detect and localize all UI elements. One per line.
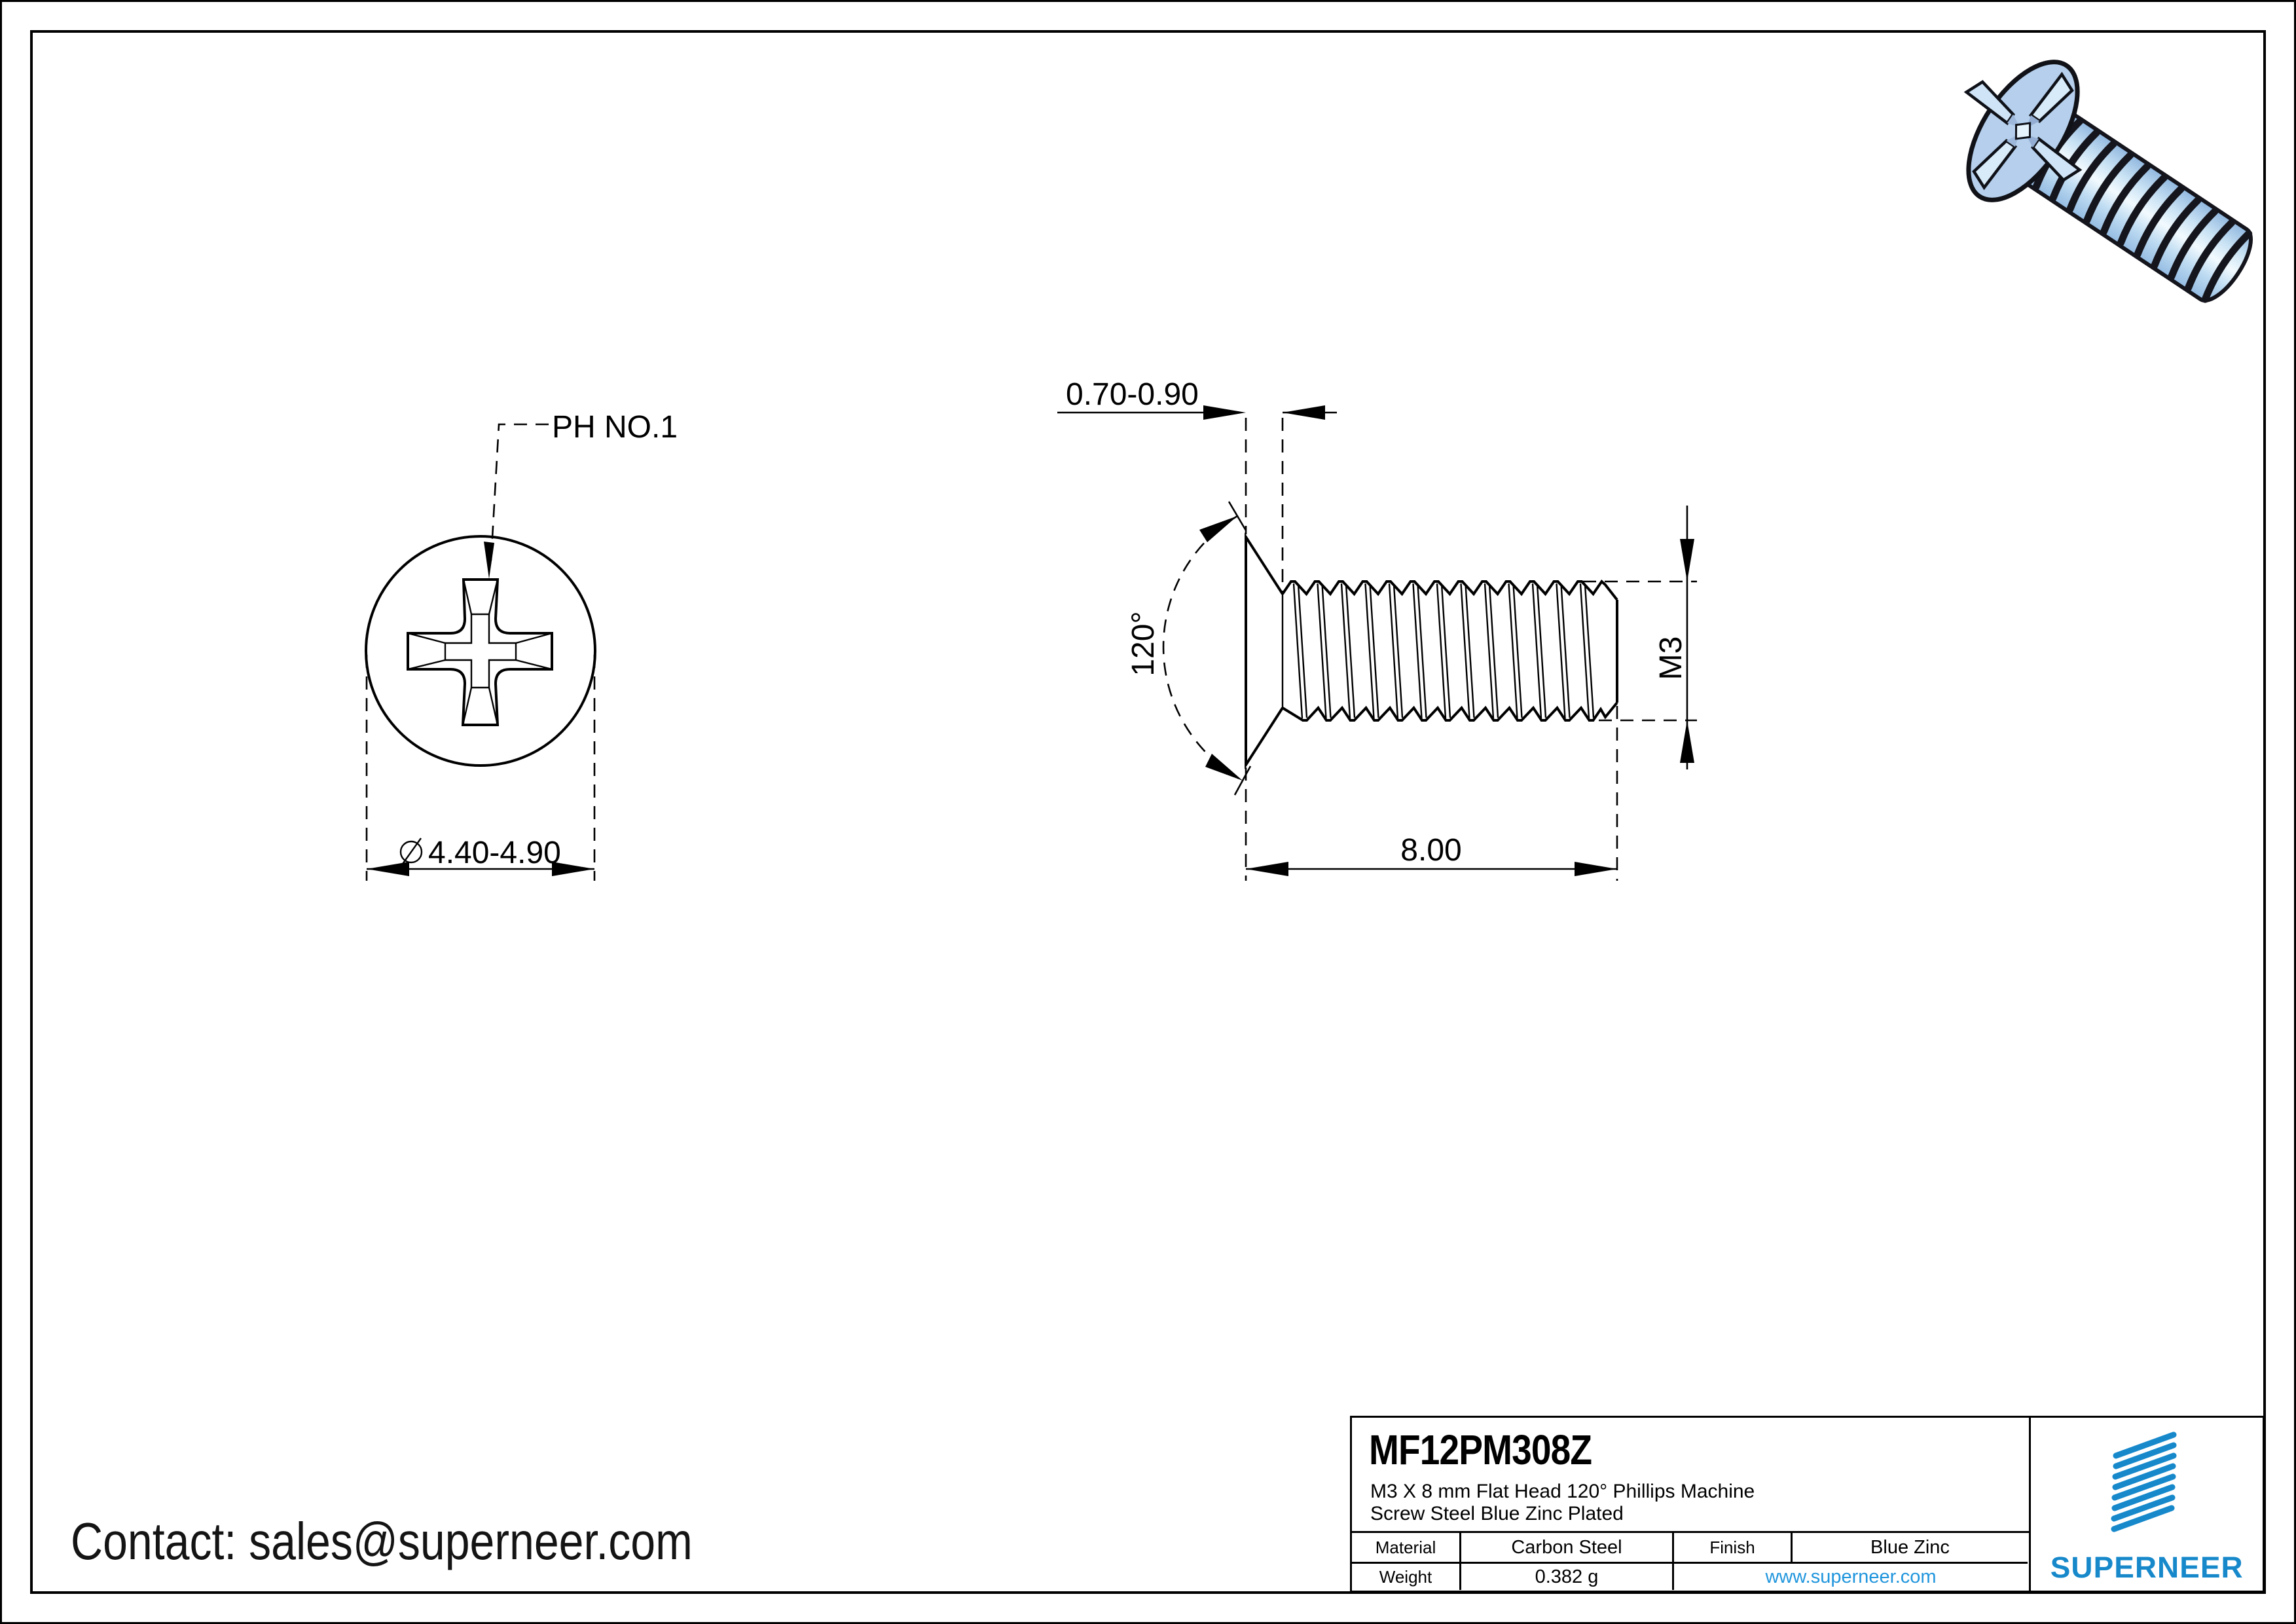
part-number: MF12PM308Z — [1369, 1426, 1592, 1473]
brand-logo: SUPERNEER — [2028, 1418, 2263, 1591]
part-description: M3 X 8 mm Flat Head 120° Phillips Machin… — [1370, 1481, 1755, 1525]
inner-frame — [30, 30, 2266, 1594]
leader-arrow-icon — [484, 542, 494, 579]
screw-3d-render — [1963, 60, 2253, 303]
head-profile — [1245, 532, 1284, 769]
material-label: Material — [1352, 1533, 1461, 1562]
website-link[interactable]: www.superneer.com — [1674, 1562, 2028, 1590]
front-view: PH NO.1 4.40-4.90 — [365, 410, 678, 881]
material-value: Carbon Steel — [1461, 1533, 1674, 1562]
title-block-info: MF12PM308Z M3 X 8 mm Flat Head 120° Phil… — [1352, 1418, 2029, 1591]
part-description-line2: Screw Steel Blue Zinc Plated — [1370, 1503, 1624, 1524]
weight-value: 0.382 g — [1461, 1562, 1674, 1591]
part-description-line1: M3 X 8 mm Flat Head 120° Phillips Machin… — [1370, 1481, 1755, 1502]
length-value: 8.00 — [1400, 833, 1461, 868]
head-thickness-value: 0.70-0.90 — [1066, 377, 1199, 412]
title-block: MF12PM308Z M3 X 8 mm Flat Head 120° Phil… — [1350, 1416, 2265, 1593]
finish-label: Finish — [1674, 1533, 1793, 1562]
diameter-symbol-icon — [399, 838, 423, 866]
side-view: 0.70-0.90 120° M3 — [1057, 377, 1697, 881]
head-outline-circle — [365, 535, 596, 767]
brand-logo-stripes-icon — [2111, 1431, 2177, 1532]
weight-label: Weight — [1352, 1562, 1461, 1591]
contact-text: Contact: sales@superneer.com — [71, 1512, 693, 1570]
head-diameter-dimension: 4.40-4.90 — [365, 655, 596, 881]
thread-outline-top — [1281, 579, 1618, 601]
phillips-recess-icon — [407, 578, 553, 726]
thread-size-dimension: M3 — [1583, 506, 1697, 769]
head-diameter-value: 4.40-4.90 — [428, 836, 561, 870]
thread-flanks — [1292, 583, 1595, 719]
thread-size-value: M3 — [1654, 637, 1688, 680]
countersink-angle-value: 120° — [1126, 611, 1161, 676]
drive-leader — [484, 423, 549, 579]
countersink-angle-dimension: 120° — [1126, 501, 1252, 796]
thread-outline-bottom — [1281, 701, 1618, 722]
spec-table: Material Carbon Steel Finish Blue Zinc W… — [1352, 1531, 2029, 1591]
drive-label: PH NO.1 — [552, 410, 678, 445]
length-dimension: 8.00 — [1245, 706, 1618, 881]
head-thickness-dimension: 0.70-0.90 — [1057, 377, 1337, 591]
brand-name: SUPERNEER — [2050, 1551, 2244, 1584]
screw-3d-phillips-icon — [1963, 71, 2083, 191]
finish-value: Blue Zinc — [1870, 1536, 1950, 1558]
